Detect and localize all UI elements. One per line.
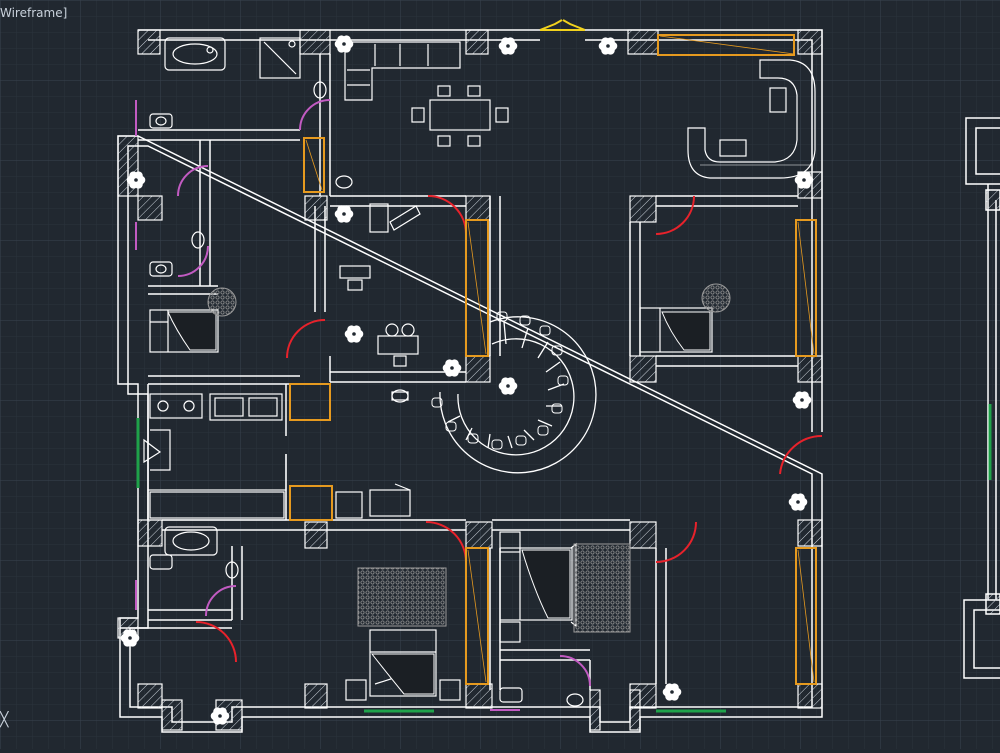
viewport-label[interactable]: Wireframe] <box>0 6 68 20</box>
plant-icon <box>344 325 364 343</box>
ucs-axis-icon: ╳ <box>0 712 9 728</box>
windows-layer <box>136 418 726 713</box>
doors-layer <box>135 19 823 711</box>
plant-icon <box>498 377 518 395</box>
bed-covers <box>167 311 711 695</box>
plant-icon <box>126 171 146 189</box>
plants-layer <box>120 35 814 725</box>
plant-icon <box>334 35 354 53</box>
plant-icon <box>120 629 140 647</box>
adjacent-plan-partial <box>963 117 1000 679</box>
hatched-columns <box>117 29 823 731</box>
round-table <box>431 311 597 474</box>
plant-icon <box>792 391 812 409</box>
plant-icon <box>794 171 814 189</box>
plant-icon <box>498 37 518 55</box>
plant-icon <box>442 359 462 377</box>
rugs <box>207 283 731 633</box>
plant-icon <box>334 205 354 223</box>
plant-icon <box>598 37 618 55</box>
plant-icon <box>662 683 682 701</box>
plant-icon <box>210 707 230 725</box>
plant-icon <box>788 493 808 511</box>
wardrobes-layer <box>289 34 817 685</box>
